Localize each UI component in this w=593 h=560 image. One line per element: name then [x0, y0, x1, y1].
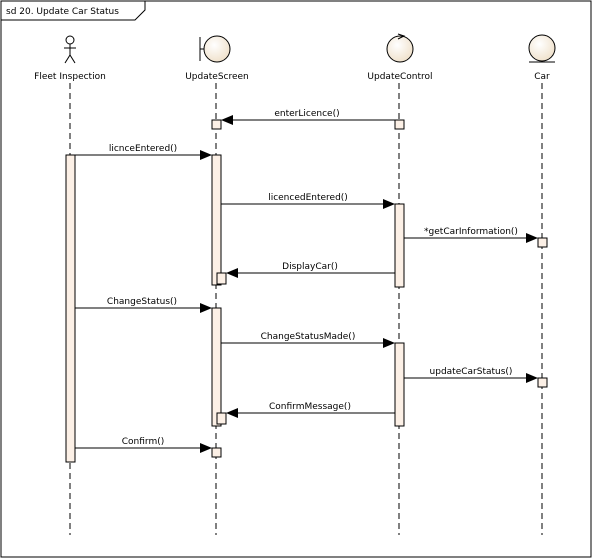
message-label-change-status: ChangeStatus()	[107, 297, 177, 307]
messages: enterLicence() licnceEntered() licencedE…	[75, 109, 538, 453]
activation-car-1	[537, 237, 548, 248]
participant-name-fleet: Fleet Inspection	[34, 72, 106, 82]
activation-control-2	[394, 203, 405, 288]
participant-name-control: UpdateControl	[367, 72, 432, 82]
activation-car-2	[537, 377, 548, 388]
activation-fleet	[65, 154, 76, 463]
participant-name-screen: UpdateScreen	[185, 72, 249, 82]
activation-screen-4	[211, 447, 222, 458]
activation-screen-1	[211, 119, 222, 130]
activation-screen-2-nested	[216, 272, 227, 285]
message-label-confirm: Confirm()	[122, 437, 165, 447]
activation-screen-3	[211, 307, 222, 427]
message-label-licnce-entered: licnceEntered()	[109, 144, 177, 154]
message-label-display-car: DisplayCar()	[282, 262, 338, 272]
activation-control-1	[394, 119, 405, 130]
message-label-get-car-information: *getCarInformation()	[424, 227, 518, 237]
boundary-icon	[199, 35, 231, 63]
frame-title: sd 20. Update Car Status	[6, 7, 119, 17]
control-icon	[386, 33, 414, 63]
frame-title-tab	[1, 1, 146, 21]
entity-icon	[528, 34, 556, 63]
activation-control-3	[394, 342, 405, 427]
message-label-licenced-entered: licencedEntered()	[268, 193, 348, 203]
participant-name-car: Car	[534, 72, 550, 82]
message-label-enter-licence: enterLicence()	[274, 109, 339, 119]
actor-icon	[64, 35, 76, 64]
message-label-change-status-made: ChangeStatusMade()	[261, 332, 356, 342]
message-label-confirm-message: ConfirmMessage()	[269, 402, 351, 412]
message-label-update-car-status: updateCarStatus()	[430, 367, 513, 377]
activation-screen-2	[211, 154, 222, 286]
activation-screen-3-nested	[216, 412, 227, 425]
